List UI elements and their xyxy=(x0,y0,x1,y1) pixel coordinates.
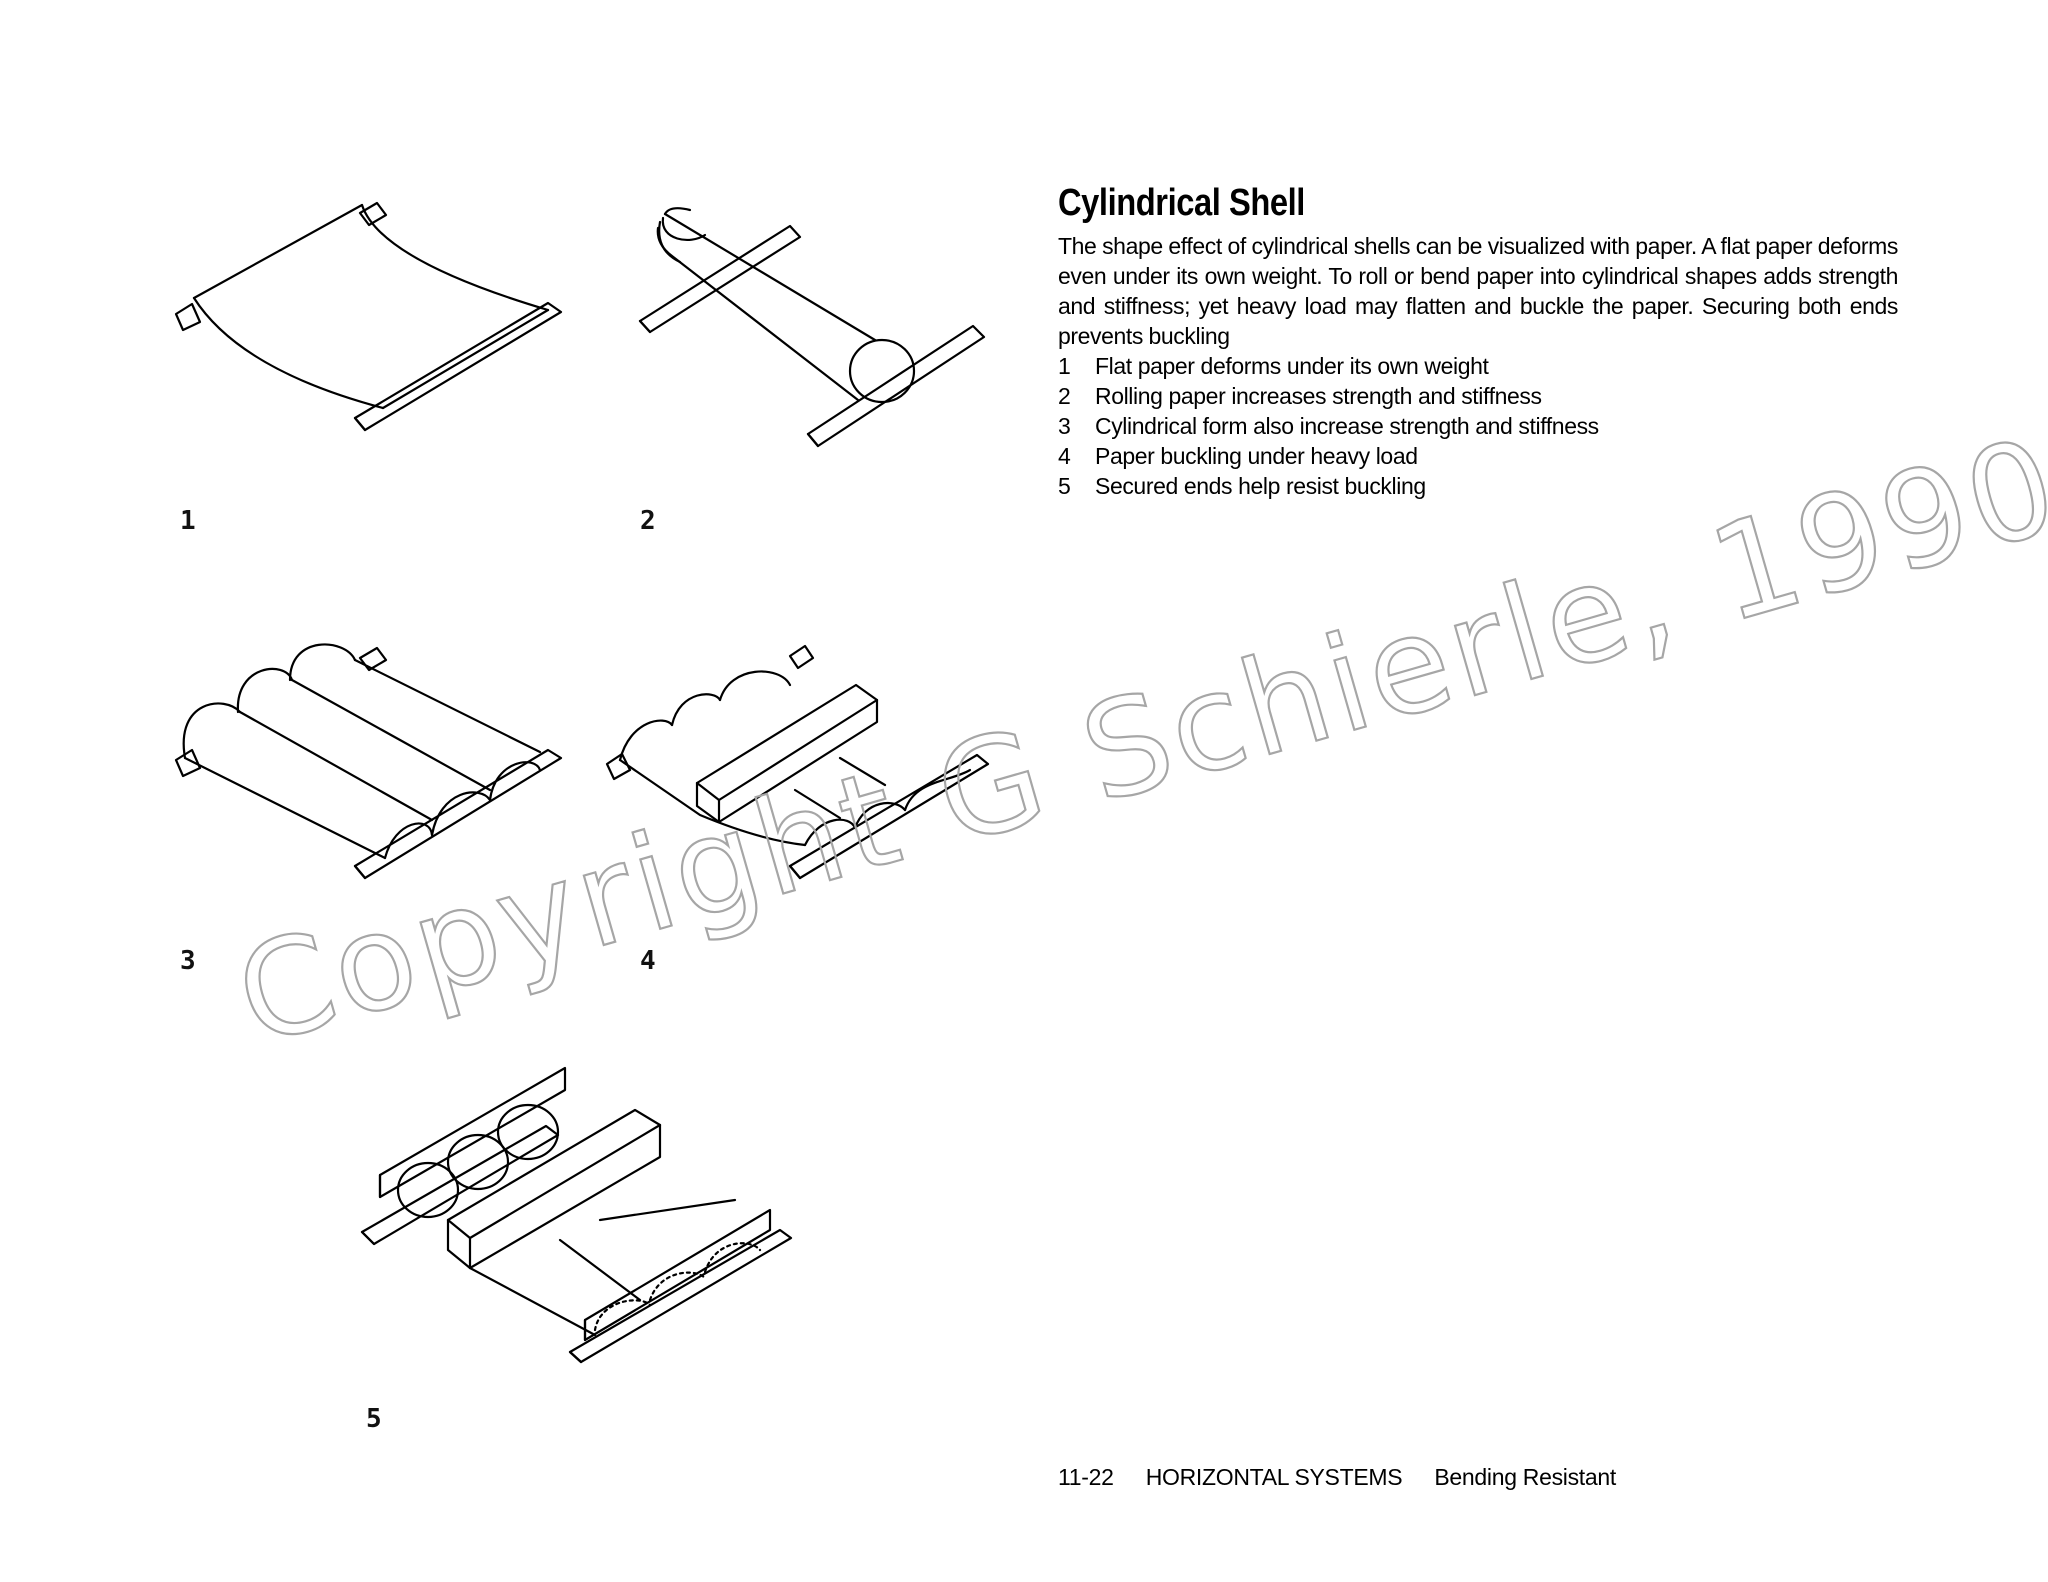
caption-text: Secured ends help resist buckling xyxy=(1095,473,1426,499)
caption-list: 1 Flat paper deforms under its own weight… xyxy=(1058,351,1898,501)
figures-illustration xyxy=(174,201,990,1364)
caption-text: Rolling paper increases strength and sti… xyxy=(1095,383,1542,409)
figure-label-3: 3 xyxy=(180,946,196,976)
page-footer: 11-22 HORIZONTAL SYSTEMS Bending Resista… xyxy=(1058,1464,1642,1491)
caption-item: 5 Secured ends help resist buckling xyxy=(1058,471,1898,501)
figure-3-drawing xyxy=(174,643,563,880)
figure-label-2: 2 xyxy=(640,506,656,536)
caption-item: 1 Flat paper deforms under its own weight xyxy=(1058,351,1898,381)
caption-item: 3 Cylindrical form also increase strength… xyxy=(1058,411,1898,441)
figure-label-1: 1 xyxy=(180,506,196,536)
section-text: Cylindrical Shell The shape effect of cy… xyxy=(1058,182,1898,501)
caption-number: 1 xyxy=(1058,353,1071,379)
caption-item: 4 Paper buckling under heavy load xyxy=(1058,441,1898,471)
section-intro: The shape effect of cylindrical shells c… xyxy=(1058,233,1898,349)
figure-1-drawing xyxy=(174,201,563,432)
figure-label-4: 4 xyxy=(640,946,656,976)
page-number: 11-22 xyxy=(1058,1464,1114,1490)
figure-4-drawing xyxy=(605,644,990,880)
caption-number: 2 xyxy=(1058,383,1071,409)
caption-item: 2 Rolling paper increases strength and st… xyxy=(1058,381,1898,411)
section-title: Cylindrical Shell xyxy=(1058,182,1305,224)
caption-number: 4 xyxy=(1058,443,1071,469)
chapter-title: HORIZONTAL SYSTEMS xyxy=(1145,1464,1403,1490)
caption-text: Paper buckling under heavy load xyxy=(1095,443,1418,469)
caption-number: 5 xyxy=(1058,473,1071,499)
figure-5-drawing xyxy=(360,1066,793,1364)
figure-label-5: 5 xyxy=(366,1404,382,1434)
figure-2-drawing xyxy=(638,207,986,448)
caption-text: Flat paper deforms under its own weight xyxy=(1095,353,1489,379)
topic-title: Bending Resistant xyxy=(1434,1464,1616,1490)
caption-number: 3 xyxy=(1058,413,1071,439)
caption-text: Cylindrical form also increase strength … xyxy=(1095,413,1599,439)
